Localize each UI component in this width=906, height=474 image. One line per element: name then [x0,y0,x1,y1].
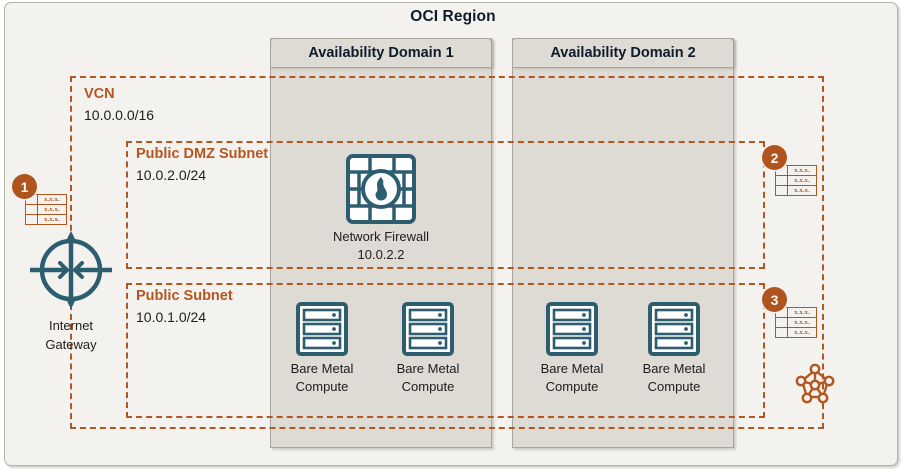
route-table-cell-value: x.x.x. [794,319,810,326]
network-firewall-icon [331,152,431,226]
route-table-cell-value: x.x.x. [44,216,60,223]
bare-metal-compute-label-line2: Compute [295,379,349,394]
bare-metal-compute-label-line2: Compute [545,379,599,394]
route-table-icon: x.x.x. x.x.x. x.x.x. [775,307,817,338]
route-table-cell-index [776,318,788,327]
route-table-row: x.x.x. [26,205,66,215]
network-firewall-node[interactable]: Network Firewall 10.0.2.2 [331,152,431,262]
bare-metal-compute-label-line2: Compute [401,379,455,394]
callout-marker-2[interactable]: 2 [762,145,787,170]
route-table-cell-index [26,215,38,224]
availability-domain-2-column [512,38,734,448]
availability-domain-1-column [270,38,492,448]
route-table-row: x.x.x. [776,318,816,328]
route-table-cell-value: x.x.x. [44,206,60,213]
availability-domain-2-label: Availability Domain 2 [550,45,696,61]
route-table-cell-value: x.x.x. [794,329,810,336]
service-gateway-node[interactable] [792,362,838,408]
bare-metal-compute-icon [626,300,722,358]
bare-metal-compute-node[interactable]: Bare Metal Compute [380,300,476,394]
public-dmz-subnet-cidr: 10.0.2.0/24 [136,167,207,183]
route-table-cell-value: x.x.x. [794,167,810,174]
network-firewall-ip: 10.0.2.2 [357,247,405,262]
bare-metal-compute-icon [380,300,476,358]
route-table-cell-index [26,195,38,204]
public-subnet-label: Public Subnet [136,288,233,304]
bare-metal-compute-label-line1: Bare Metal [290,361,354,376]
route-table-cell-index [26,205,38,214]
public-subnet-boundary [126,283,765,418]
bare-metal-compute-label-line1: Bare Metal [396,361,460,376]
route-table-row: x.x.x. [776,176,816,186]
route-table-cell-value: x.x.x. [794,177,810,184]
vcn-label: VCN [84,86,115,102]
availability-domain-1-header: Availability Domain 1 [270,38,492,68]
callout-marker-3[interactable]: 3 [762,287,787,312]
internet-gateway-label-line1: Internet [48,318,94,333]
route-table-cell-index [776,176,788,185]
route-table-cell-index [776,186,788,195]
service-gateway-icon [792,362,838,408]
availability-domain-1-label: Availability Domain 1 [308,45,454,61]
public-subnet-cidr: 10.0.1.0/24 [136,309,207,325]
route-table-cell-index [776,166,788,175]
availability-domain-2-header: Availability Domain 2 [512,38,734,68]
bare-metal-compute-node[interactable]: Bare Metal Compute [524,300,620,394]
route-table-row: x.x.x. [776,308,816,318]
route-table-row: x.x.x. [26,195,66,205]
route-table-icon: x.x.x. x.x.x. x.x.x. [25,194,67,225]
bare-metal-compute-icon [524,300,620,358]
route-table-row: x.x.x. [776,186,816,195]
route-table-cell-index [776,328,788,337]
route-table-row: x.x.x. [776,328,816,337]
route-table-icon: x.x.x. x.x.x. x.x.x. [775,165,817,196]
bare-metal-compute-label-line1: Bare Metal [540,361,604,376]
bare-metal-compute-icon [274,300,370,358]
bare-metal-compute-node[interactable]: Bare Metal Compute [274,300,370,394]
internet-gateway-node[interactable]: Internet Gateway [16,225,126,353]
page-title: OCI Region [410,8,496,25]
bare-metal-compute-label-line2: Compute [647,379,701,394]
bare-metal-compute-label-line1: Bare Metal [642,361,706,376]
vcn-cidr: 10.0.0.0/16 [84,107,155,123]
route-table-cell-value: x.x.x. [44,196,60,203]
internet-gateway-label-line2: Gateway [45,337,97,352]
route-table-cell-value: x.x.x. [794,309,810,316]
internet-gateway-icon [16,225,126,315]
route-table-row: x.x.x. [26,215,66,224]
network-firewall-label: Network Firewall [332,229,430,244]
route-table-cell-value: x.x.x. [794,187,810,194]
route-table-row: x.x.x. [776,166,816,176]
callout-marker-1[interactable]: 1 [12,174,37,199]
public-dmz-subnet-label: Public DMZ Subnet [136,146,269,162]
bare-metal-compute-node[interactable]: Bare Metal Compute [626,300,722,394]
route-table-cell-index [776,308,788,317]
public-dmz-subnet-boundary [126,141,765,269]
